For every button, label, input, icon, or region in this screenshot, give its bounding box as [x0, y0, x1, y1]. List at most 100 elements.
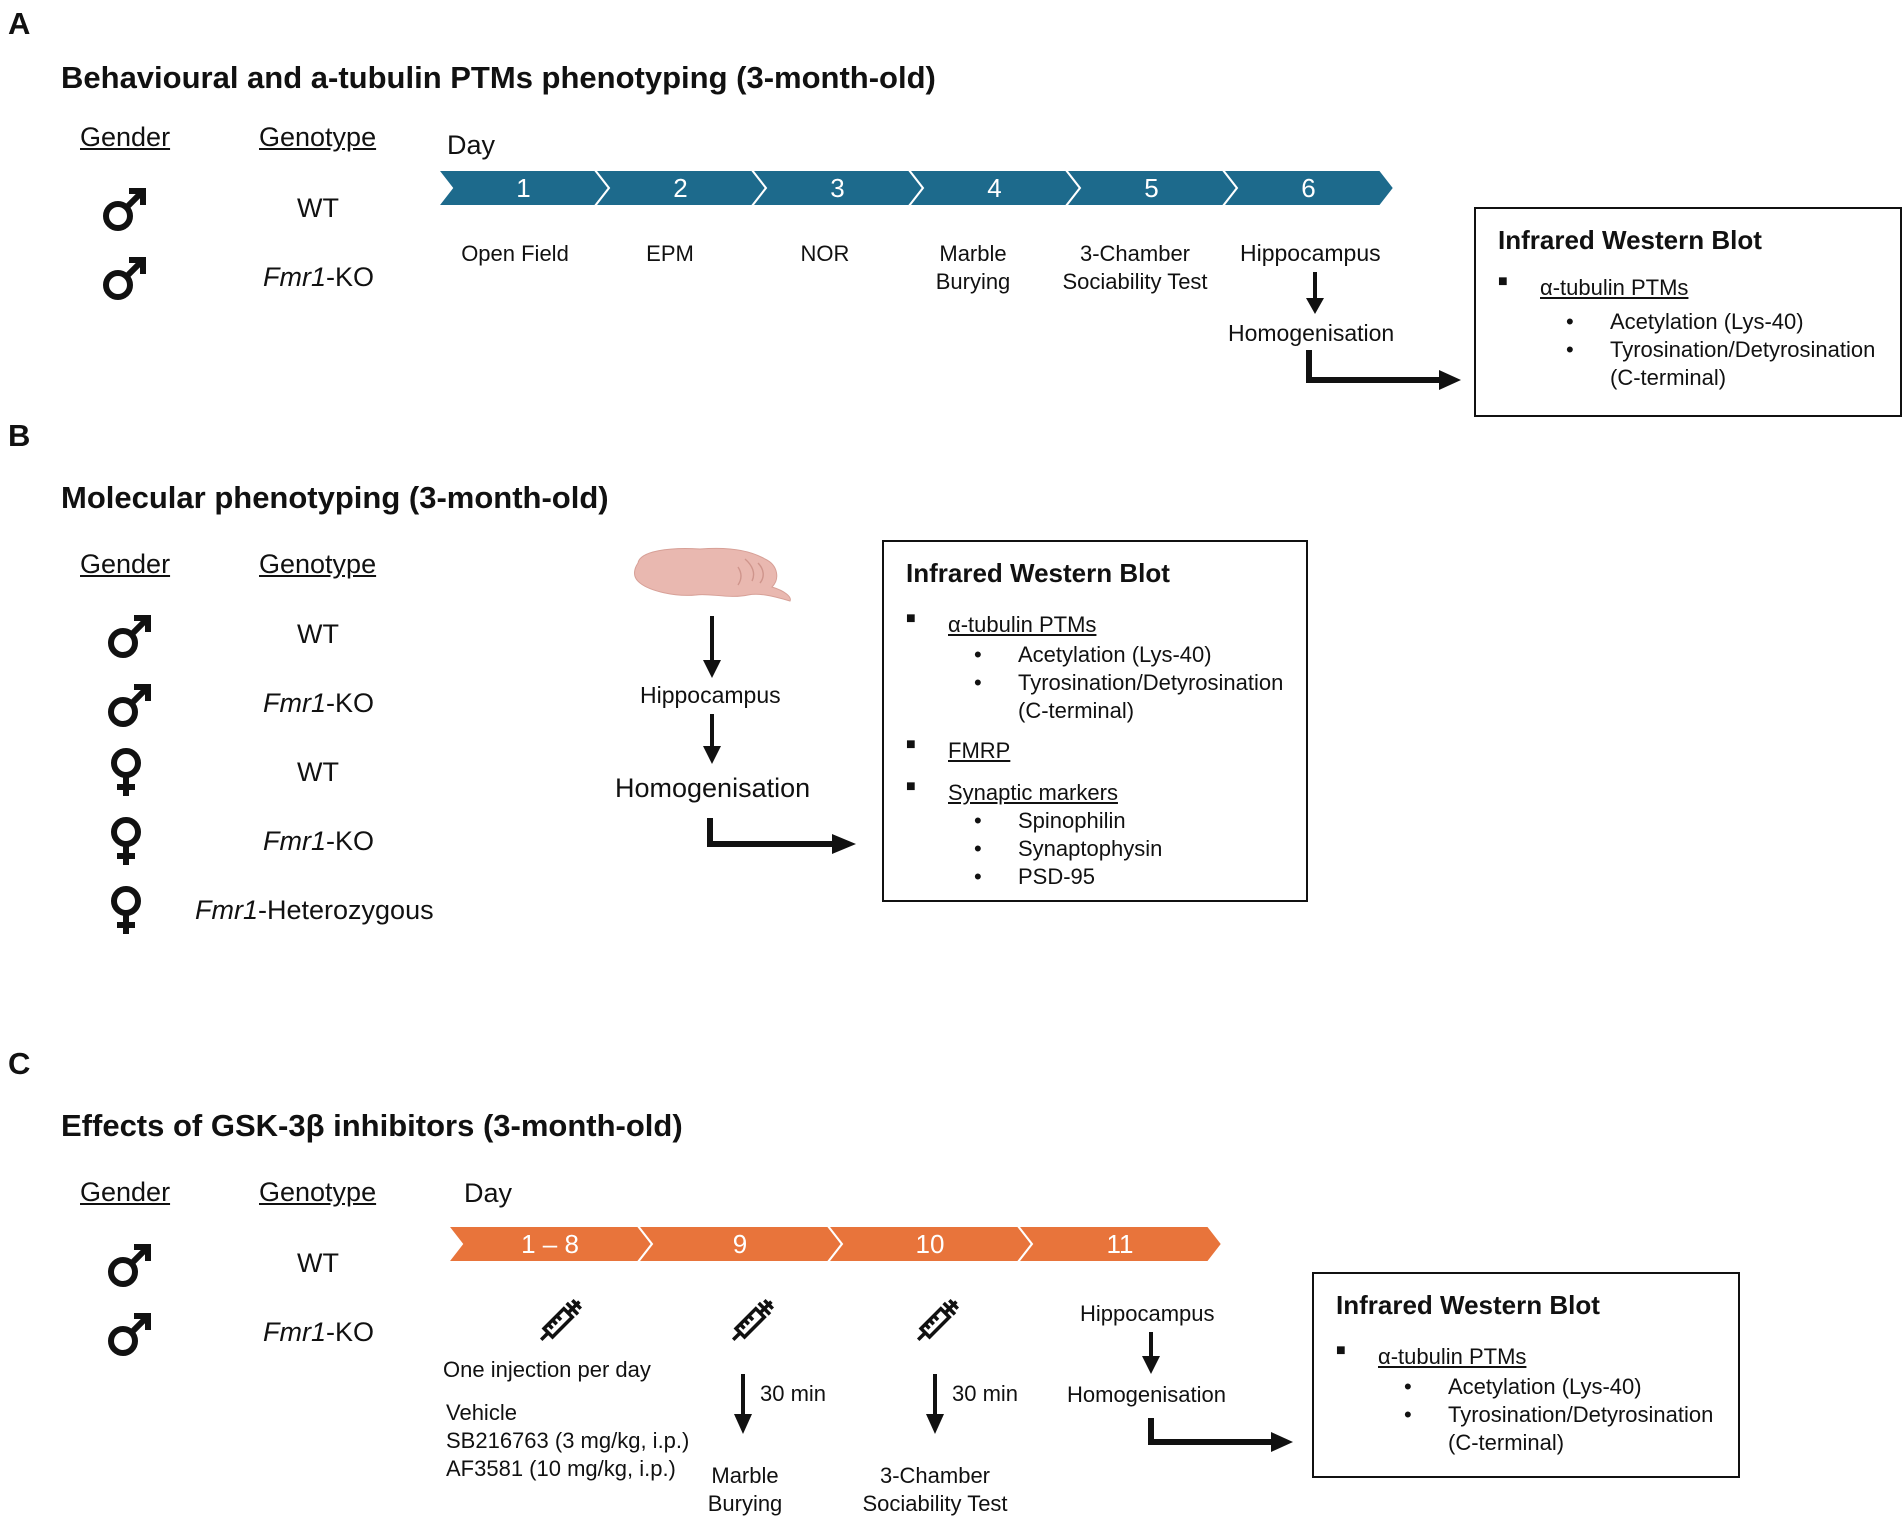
- male-icon: [98, 253, 150, 305]
- day-number: 4: [987, 173, 1001, 203]
- hippocampus-label: Hippocampus: [1240, 240, 1381, 266]
- genotype-label: Fmr1-KO: [263, 688, 375, 718]
- box-item: Tyrosination/Detyrosination: [1610, 337, 1876, 362]
- treatment-item: AF3581 (10 mg/kg, i.p.): [446, 1456, 676, 1481]
- western-blot-box: Infrared Western Blot ■ α-tubulin PTMs •…: [882, 540, 1308, 902]
- day-number: 1 – 8: [521, 1229, 579, 1259]
- bullet-dot: •: [974, 670, 982, 695]
- box-title: Infrared Western Blot: [1498, 225, 1762, 255]
- down-arrow: [703, 714, 721, 764]
- panel-letter-c: C: [8, 1046, 31, 1081]
- male-icon: [103, 611, 155, 663]
- elbow-arrow: [1306, 350, 1461, 390]
- bullet-dot: •: [1566, 309, 1574, 334]
- box-title: Infrared Western Blot: [1336, 1290, 1600, 1320]
- down-arrow: [926, 1374, 944, 1434]
- homogenisation-label: Homogenisation: [1228, 320, 1395, 346]
- day-number: 9: [733, 1229, 747, 1259]
- injection-label: One injection per day: [443, 1357, 651, 1382]
- down-arrow: [1306, 272, 1324, 314]
- genotype-label: Fmr1-KO: [263, 826, 375, 856]
- hippocampus-label: Hippocampus: [1080, 1301, 1215, 1326]
- box-item: Acetylation (Lys-40): [1448, 1374, 1642, 1399]
- female-icon: [100, 746, 152, 798]
- syringe-icon: [531, 1290, 591, 1350]
- test-label: NOR: [800, 241, 850, 266]
- day-number: 10: [916, 1229, 945, 1259]
- day-chevron: [1015, 1226, 1224, 1263]
- test-label: Marble Burying: [707, 1463, 783, 1516]
- panel-c-title: Effects of GSK-3β inhibitors (3-month-ol…: [61, 1108, 683, 1143]
- gender-header: Gender: [80, 549, 171, 579]
- test-label: 3-Chamber Sociability Test: [1062, 241, 1208, 294]
- box-header: α-tubulin PTMs: [1540, 275, 1689, 300]
- gender-header: Gender: [80, 1177, 171, 1207]
- panel-letter-b: B: [8, 418, 31, 453]
- box-header: FMRP: [948, 738, 1011, 763]
- day-label: Day: [464, 1178, 513, 1208]
- box-item: Acetylation (Lys-40): [1018, 642, 1212, 667]
- bullet-square: ■: [906, 610, 916, 627]
- treatment-item: Vehicle: [446, 1400, 517, 1425]
- male-icon: [103, 1240, 155, 1292]
- genotype-label: WT: [297, 1248, 339, 1278]
- genotype-header: Genotype: [259, 1177, 377, 1207]
- genotype-header: Genotype: [259, 122, 377, 152]
- treatment-item: SB216763 (3 mg/kg, i.p.): [446, 1428, 690, 1453]
- elbow-arrow: [1148, 1418, 1293, 1452]
- bullet-square: ■: [906, 778, 916, 795]
- genotype-header: Genotype: [259, 549, 377, 579]
- box-item: Tyrosination/Detyrosination: [1018, 670, 1284, 695]
- timeline-a: 1 2 3 4 5 6: [438, 170, 1396, 207]
- day-number: 3: [830, 173, 844, 203]
- test-label: Marble Burying: [935, 241, 1011, 294]
- genotype-label: WT: [297, 757, 339, 787]
- box-title: Infrared Western Blot: [906, 558, 1170, 588]
- panel-a-title: Behavioural and a-tubulin PTMs phenotypi…: [61, 60, 936, 95]
- genotype-label: Fmr1-KO: [263, 1317, 375, 1347]
- box-header: α-tubulin PTMs: [1378, 1344, 1527, 1369]
- genotype-label: WT: [297, 619, 339, 649]
- bullet-dot: •: [974, 864, 982, 889]
- bullet-square: ■: [1498, 273, 1508, 290]
- day-chevron: [1220, 170, 1396, 207]
- test-label: Open Field: [461, 241, 569, 266]
- box-item: (C-terminal): [1448, 1430, 1565, 1455]
- bullet-dot: •: [974, 836, 982, 861]
- male-icon: [103, 1309, 155, 1361]
- elbow-arrow: [707, 818, 856, 854]
- genotype-label: Fmr1-Heterozygous: [195, 895, 434, 925]
- syringe-icon: [723, 1290, 783, 1350]
- female-icon: [100, 815, 152, 867]
- day-label: Day: [447, 130, 496, 160]
- syringe-icon: [908, 1290, 968, 1350]
- gender-header: Gender: [80, 122, 171, 152]
- brain-illustration: [634, 547, 791, 602]
- western-blot-box: Infrared Western Blot ■ α-tubulin PTMs •…: [1312, 1272, 1740, 1478]
- delay-label: 30 min: [952, 1381, 1019, 1406]
- box-item: (C-terminal): [1610, 365, 1727, 390]
- western-blot-box: Infrared Western Blot ■ α-tubulin PTMs •…: [1474, 207, 1902, 417]
- delay-label: 30 min: [760, 1381, 827, 1406]
- box-item: (C-terminal): [1018, 698, 1135, 723]
- bullet-dot: •: [1566, 337, 1574, 362]
- panel-letter-a: A: [8, 6, 31, 41]
- box-item: Tyrosination/Detyrosination: [1448, 1402, 1714, 1427]
- panel-b-title: Molecular phenotyping (3-month-old): [61, 480, 609, 515]
- genotype-label: WT: [297, 193, 339, 223]
- box-item: Acetylation (Lys-40): [1610, 309, 1804, 334]
- day-number: 2: [673, 173, 687, 203]
- box-item: PSD-95: [1018, 864, 1096, 889]
- down-arrow: [703, 616, 721, 678]
- bullet-dot: •: [1404, 1374, 1412, 1399]
- box-item: Spinophilin: [1018, 808, 1126, 833]
- day-number: 6: [1301, 173, 1315, 203]
- day-number: 1: [516, 173, 530, 203]
- down-arrow: [1142, 1332, 1160, 1374]
- bullet-square: ■: [1336, 1342, 1346, 1359]
- day-number: 5: [1144, 173, 1158, 203]
- box-item: Synaptophysin: [1018, 836, 1163, 861]
- bullet-square: ■: [906, 736, 916, 753]
- hippocampus-label: Hippocampus: [640, 682, 781, 708]
